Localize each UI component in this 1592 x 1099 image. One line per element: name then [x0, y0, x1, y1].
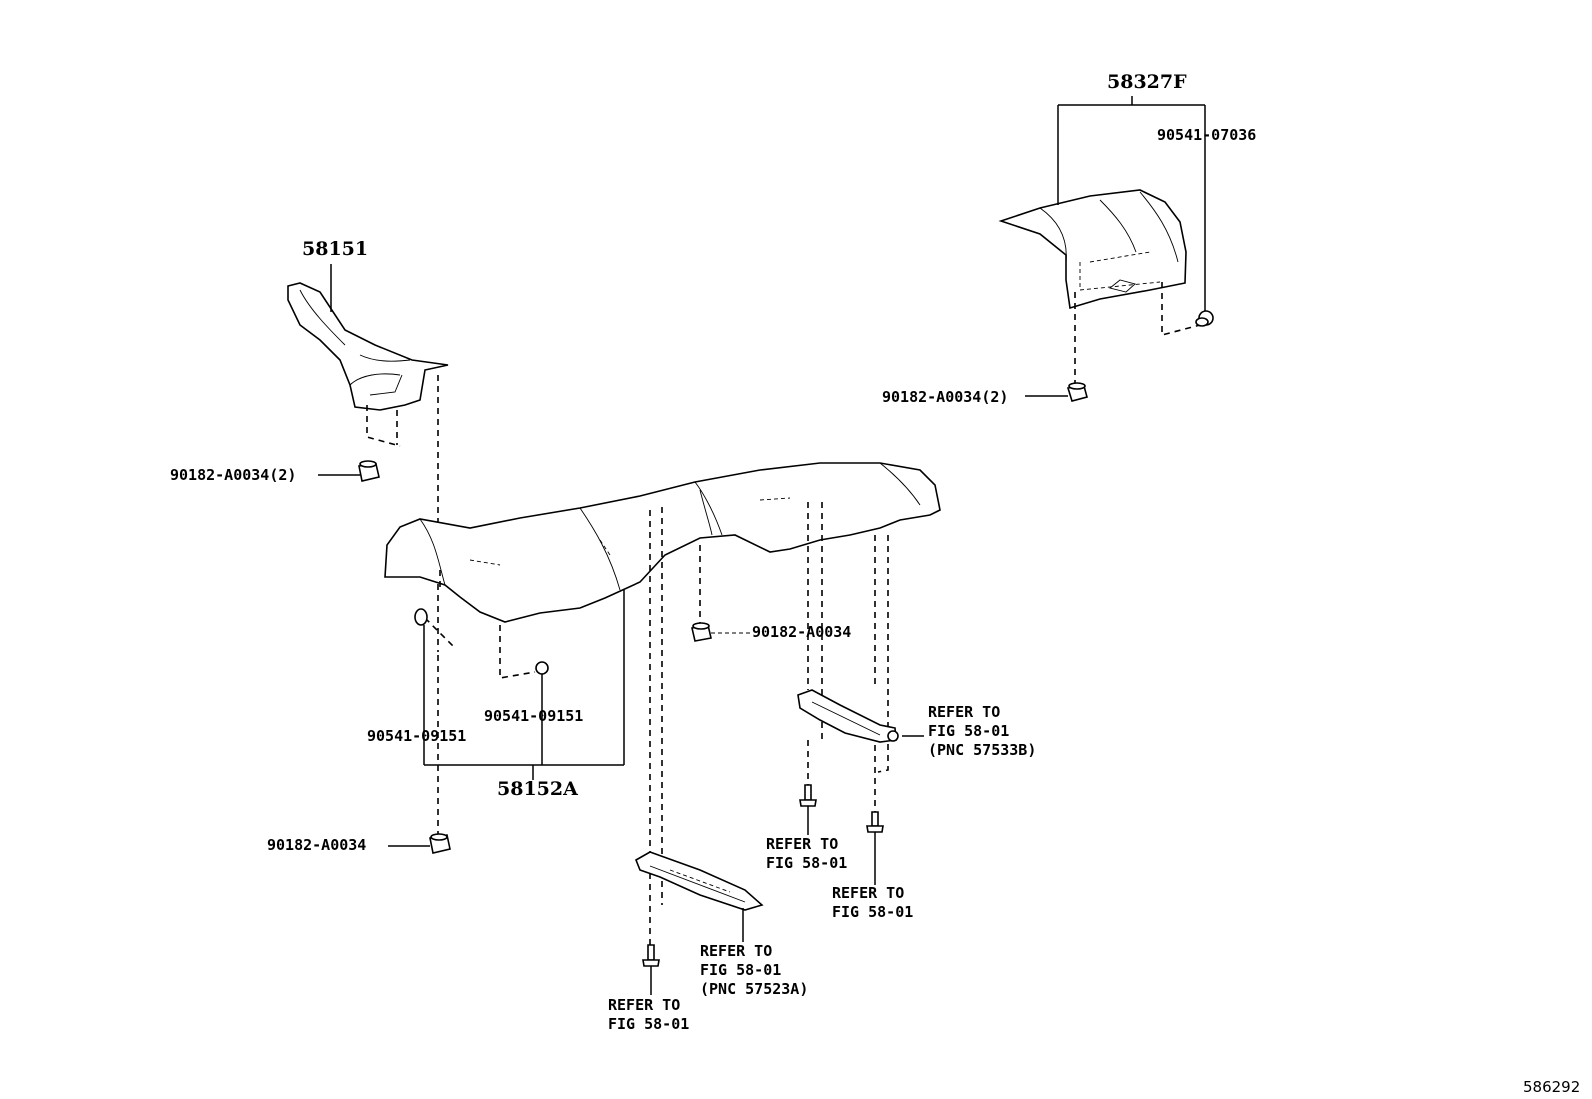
nut-90182-bottom: [429, 833, 451, 854]
heat-insulator-58151: [287, 282, 449, 411]
refer-to-fig-bolt-right-b: REFER TO FIG 58-01: [832, 884, 914, 921]
label-90541-09151-b: 90541-09151: [484, 707, 584, 725]
label-58151: 58151: [302, 238, 369, 260]
refer-to-fig-57523a: REFER TO FIG 58-01 (PNC 57523A): [700, 942, 809, 998]
bolt-right-b: [866, 811, 884, 833]
label-90182-a0034-mid: 90182-A0034: [752, 623, 852, 641]
nut-90182-top-right: [1066, 382, 1088, 402]
refer-to-fig-bolt-bottom: REFER TO FIG 58-01: [608, 996, 690, 1033]
clip-90541-09151-a: [414, 608, 428, 626]
clip-90541-07036: [1195, 310, 1214, 327]
refer-to-fig-57533b: REFER TO FIG 58-01 (PNC 57533B): [928, 703, 1037, 759]
bolt-right-a: [799, 784, 817, 807]
label-58327f: 58327F: [1107, 71, 1187, 93]
label-90182-a0034-bottom: 90182-A0034: [267, 836, 367, 854]
clip-90541-09151-b: [535, 661, 549, 675]
refer-to-fig-bolt-right-a: REFER TO FIG 58-01: [766, 835, 848, 872]
diagram-id: 586292: [1523, 1078, 1581, 1096]
label-90182-a0034-top-right: 90182-A0034(2): [882, 388, 1009, 406]
label-90541-07036: 90541-07036: [1157, 126, 1257, 144]
label-90182-a0034-left: 90182-A0034(2): [170, 466, 297, 484]
label-90541-09151-a: 90541-09151: [367, 727, 467, 745]
bolt-bottom: [642, 944, 660, 967]
nut-90182-mid: [691, 622, 712, 642]
bracket-57523a: [634, 851, 764, 911]
nut-90182-left: [358, 460, 380, 482]
heat-insulator-58327f: [998, 189, 1187, 310]
label-58152a: 58152A: [497, 778, 578, 800]
bracket-57533b: [797, 689, 899, 743]
